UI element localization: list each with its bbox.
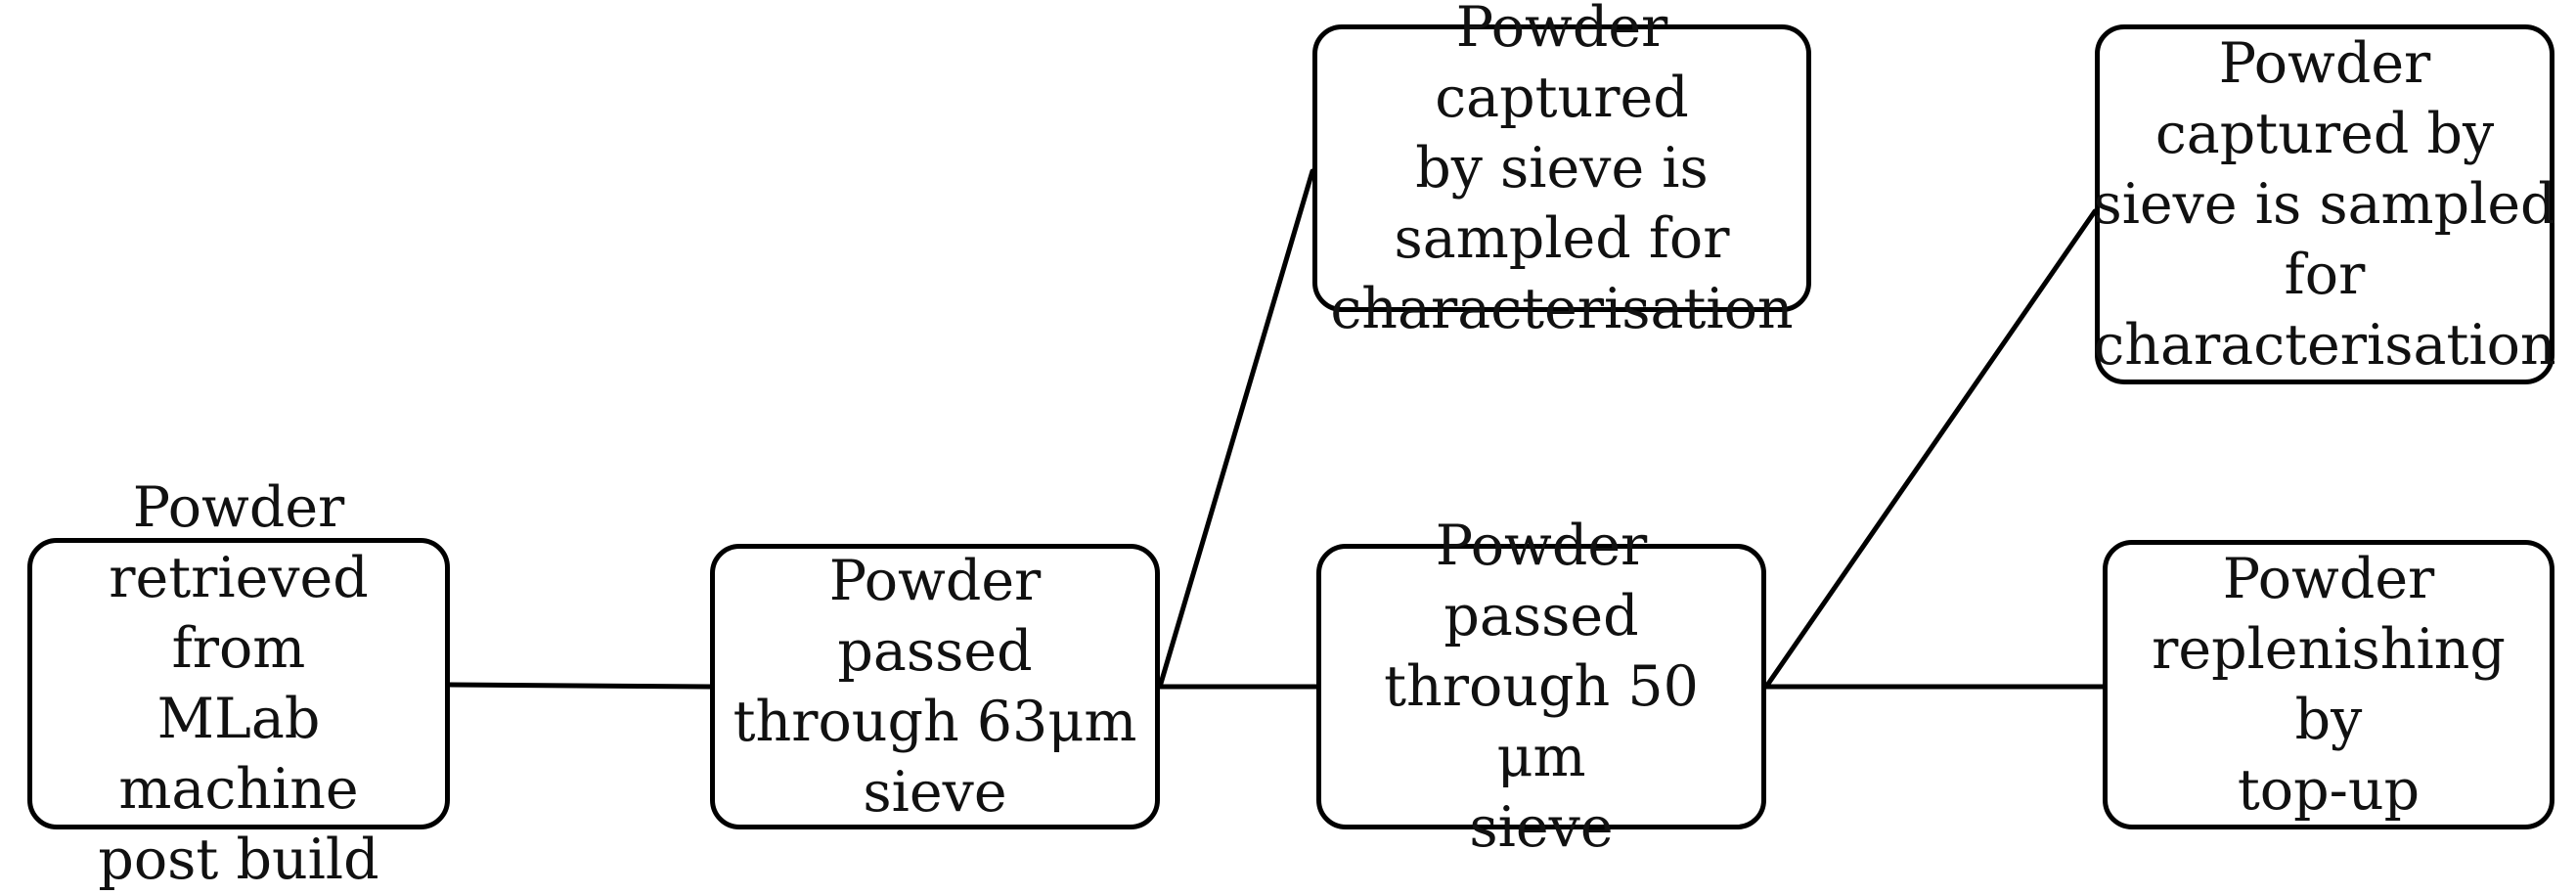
node-captured-sample-1-label: Powder captured by sieve is sampled for … — [1330, 0, 1794, 341]
node-sieve-63um: Powder passed through 63μm sieve — [710, 544, 1160, 829]
node-captured-sample-2-label: Powder captured by sieve is sampled for … — [2093, 31, 2556, 378]
connector-sieve50-to-captured2 — [1763, 208, 2098, 690]
node-powder-topup-label: Powder replenishing by top-up — [2152, 547, 2506, 823]
connector-retrieved-to-sieve63 — [447, 682, 713, 690]
node-sieve-63um-label: Powder passed through 63μm sieve — [733, 549, 1137, 825]
node-powder-retrieved-label: Powder retrieved from MLab machine post … — [98, 475, 379, 892]
node-sieve-50um: Powder passed through 50 μm sieve — [1316, 514, 1766, 860]
node-powder-topup: Powder replenishing by top-up — [2103, 540, 2554, 829]
connector-lines — [447, 168, 2106, 690]
node-sieve-50um-label: Powder passed through 50 μm sieve — [1384, 514, 1699, 860]
node-powder-retrieved: Powder retrieved from MLab machine post … — [27, 475, 450, 892]
connector-sieve63-to-captured1 — [1157, 168, 1315, 690]
node-captured-sample-1: Powder captured by sieve is sampled for … — [1312, 0, 1811, 341]
node-captured-sample-2: Powder captured by sieve is sampled for … — [2093, 24, 2556, 384]
